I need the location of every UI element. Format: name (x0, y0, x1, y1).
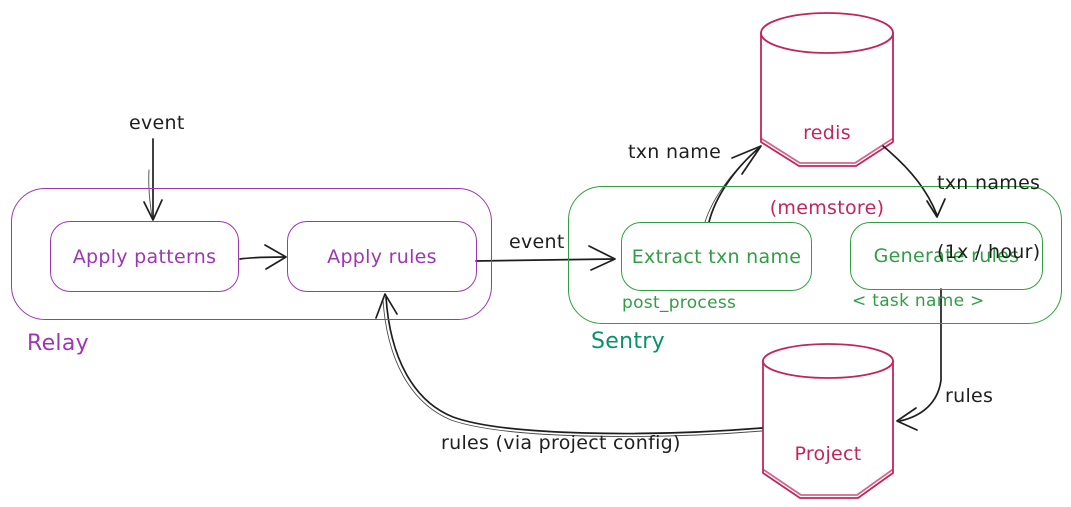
txn-names-label: txn names (1x / hour) (937, 126, 1040, 310)
generate-rules-label: Generate rules (873, 245, 1020, 267)
project-options-line1: Project (794, 443, 862, 465)
event-in-label: event (129, 112, 185, 134)
extract-txn-name-label: Extract txn name (631, 245, 802, 268)
txn-names-line2: (1x / hour) (937, 241, 1041, 263)
event-forward-arrow (475, 245, 616, 271)
generate-rules-node: Generate rules (850, 222, 1043, 290)
apply-rules-label: Apply rules (327, 245, 437, 268)
event-in-arrow (143, 138, 163, 221)
apply-rules-node: Apply rules (287, 221, 477, 292)
rules-via-config-label: rules (via project config) (441, 432, 681, 454)
event-forward-label: event (509, 231, 565, 253)
txn-name-label: txn name (628, 141, 722, 163)
project-options-datastore-label: Project Options (Postgres) (761, 392, 895, 507)
relay-group (11, 188, 492, 320)
rules-via-config-arrow (375, 293, 763, 437)
project-options-cylinder-shape (762, 343, 894, 499)
redis-subname: (memstore) (769, 197, 885, 219)
apply-patterns-node: Apply patterns (50, 221, 239, 292)
apply-patterns-label: Apply patterns (72, 245, 217, 268)
patterns-to-rules-arrow (239, 244, 287, 270)
task-name-sublabel: < task name > (852, 291, 985, 311)
redis-name: redis (803, 122, 851, 144)
rules-arrow (896, 288, 942, 431)
txn-names-arrow (882, 145, 946, 218)
post-process-sublabel: post_process (622, 293, 737, 313)
redis-cylinder-shape (760, 12, 894, 167)
relay-group-label: Relay (27, 331, 89, 356)
extract-txn-name-node: Extract txn name (621, 222, 812, 291)
rules-label: rules (945, 385, 994, 407)
txn-names-line1: txn names (937, 172, 1041, 194)
sentry-group-label: Sentry (591, 329, 665, 354)
sentry-group (568, 186, 1062, 324)
redis-datastore-label: redis (memstore) (760, 71, 894, 271)
